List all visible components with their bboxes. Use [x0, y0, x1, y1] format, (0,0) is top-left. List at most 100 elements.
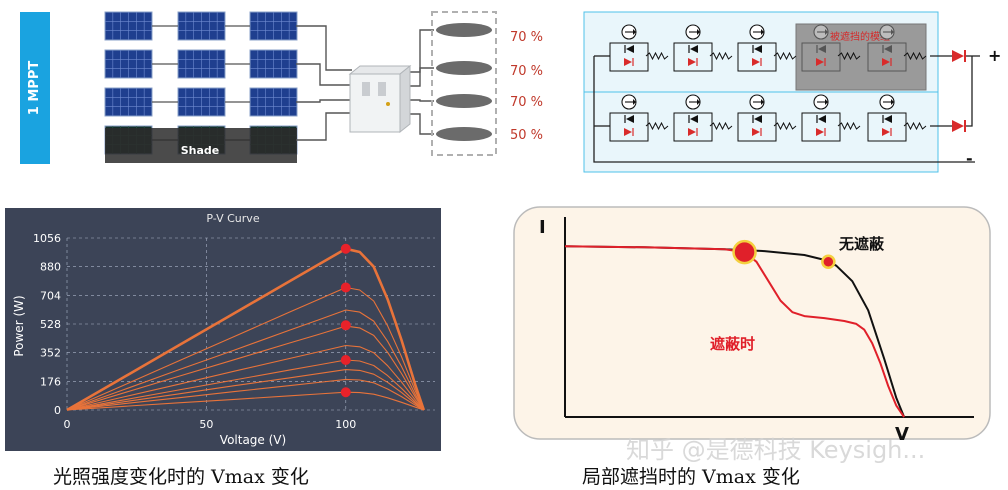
- pv-xtick-label: 50: [199, 418, 213, 431]
- pv-caption: 光照强度变化时的 Vmax 变化: [53, 466, 309, 488]
- output-diode-bottom: [952, 120, 966, 132]
- cell-frame: [673, 42, 713, 72]
- pv-ytick-label: 704: [40, 289, 61, 302]
- current-arrow-head: [697, 99, 700, 105]
- current-arrow-head: [761, 29, 764, 35]
- iv-xlabel: V: [895, 424, 909, 443]
- pv-chart-title: P-V Curve: [206, 212, 259, 225]
- current-arrow-head: [825, 99, 828, 105]
- cell-frame: [609, 42, 649, 72]
- output-wiring: [593, 55, 980, 163]
- output-pill: [436, 61, 492, 75]
- iv-chart-background: [513, 206, 991, 440]
- pv-xtick-label: 0: [64, 418, 71, 431]
- series-resistor: [903, 121, 927, 131]
- series-resistor: [709, 51, 733, 61]
- pv-series-line: [66, 369, 425, 411]
- cell-frame: [737, 42, 777, 72]
- shade-overlay: [105, 128, 297, 163]
- output-pills: [436, 23, 492, 141]
- percent-row-3: 70 %: [510, 95, 543, 110]
- cell-frame: [673, 112, 713, 142]
- pv-array-diagram: Shade 70 % 70 % 70 % 50 %: [104, 11, 543, 163]
- output-pill: [436, 23, 492, 37]
- cell-diode: [818, 45, 826, 53]
- cell-frame: [801, 112, 841, 142]
- bypass-diode: [688, 58, 696, 66]
- current-arrow-head: [697, 29, 700, 35]
- module-cells: [594, 24, 927, 142]
- cell-frame: [737, 112, 777, 142]
- pv-vmax-marker: [340, 354, 351, 365]
- series-resistor: [709, 121, 733, 131]
- percent-row-2: 70 %: [510, 64, 543, 79]
- iv-ylabel: I: [539, 217, 546, 238]
- pv-ytick-label: 0: [54, 404, 61, 417]
- cell-frame: [801, 42, 841, 72]
- bypass-diode: [816, 128, 824, 136]
- series-resistor: [773, 51, 797, 61]
- bypass-diode: [752, 58, 760, 66]
- current-arrow-head: [633, 99, 636, 105]
- percent-row-1: 70 %: [510, 30, 543, 45]
- watermark: 知乎 @是德科技 Keysigh...: [626, 436, 926, 464]
- percent-row-4: 50 %: [510, 128, 543, 143]
- pv-ytick-label: 352: [40, 347, 61, 360]
- current-arrow-head: [891, 29, 894, 35]
- pv-curve-chart: P-V Curve 0 176 352 528 704 880 1056 0 50 100 Vol…: [5, 208, 441, 451]
- iv-mpp-marker: [732, 239, 757, 265]
- bypass-diode: [624, 128, 632, 136]
- series-resistor: [645, 51, 669, 61]
- pv-vmax-markers: [340, 243, 351, 398]
- iv-markers: [732, 239, 836, 270]
- string-wiring: [296, 25, 434, 141]
- current-arrow-head: [633, 29, 636, 35]
- plus-terminal: +: [988, 46, 1001, 65]
- iv-curve-chart: I V 无遮蔽 遮蔽时: [513, 206, 991, 443]
- iv-mpp-marker: [821, 254, 836, 270]
- cell-frame: [867, 42, 907, 72]
- pv-series-line: [66, 378, 425, 411]
- pv-xtick-label: 100: [335, 418, 356, 431]
- series-resistor: [773, 121, 797, 131]
- cell-diode: [754, 115, 762, 123]
- output-diode-top: [952, 50, 966, 62]
- pv-ytick-label: 528: [40, 318, 61, 331]
- pv-ytick-label: 1056: [33, 232, 61, 245]
- cell-diode: [754, 45, 762, 53]
- cell-diode: [884, 45, 892, 53]
- pv-vmax-marker: [340, 243, 351, 254]
- bypass-diode: [688, 128, 696, 136]
- output-indicator-box: [431, 11, 497, 156]
- cell-diode: [626, 115, 634, 123]
- iv-series-label-normal: 无遮蔽: [838, 235, 885, 253]
- pv-chart-background: [5, 208, 441, 451]
- cell-diode: [818, 115, 826, 123]
- shade-label: Shade: [181, 144, 220, 157]
- cell-frame: [609, 112, 649, 142]
- pv-ytick-label: 176: [40, 375, 61, 388]
- iv-caption: 局部遮挡时的 Vmax 变化: [582, 466, 800, 488]
- current-arrow-head: [891, 99, 894, 105]
- series-resistor: [645, 121, 669, 131]
- cell-diode: [884, 115, 892, 123]
- iv-series-label-shaded: 遮蔽时: [710, 335, 755, 353]
- bypass-diode: [816, 58, 824, 66]
- cell-diode: [690, 45, 698, 53]
- pv-vmax-marker: [340, 320, 351, 331]
- pv-ytick-label: 880: [40, 261, 61, 274]
- bypass-diode-circuit: 被遮挡的模组 + -: [583, 11, 1001, 173]
- current-arrow-head: [825, 29, 828, 35]
- current-arrow-head: [761, 99, 764, 105]
- bypass-diode: [752, 128, 760, 136]
- pv-xlabel: Voltage (V): [220, 433, 286, 447]
- pv-series-line: [66, 309, 425, 411]
- minus-terminal: -: [966, 149, 973, 168]
- series-resistor: [903, 51, 927, 61]
- pv-vmax-marker: [340, 282, 351, 293]
- cell-diode: [690, 115, 698, 123]
- bypass-diode: [882, 58, 890, 66]
- pv-tick-labels: 0 176 352 528 704 880 1056 0 50 100: [33, 232, 356, 431]
- output-pill: [436, 127, 492, 141]
- mppt-label-bar: 1 MPPT: [20, 12, 50, 164]
